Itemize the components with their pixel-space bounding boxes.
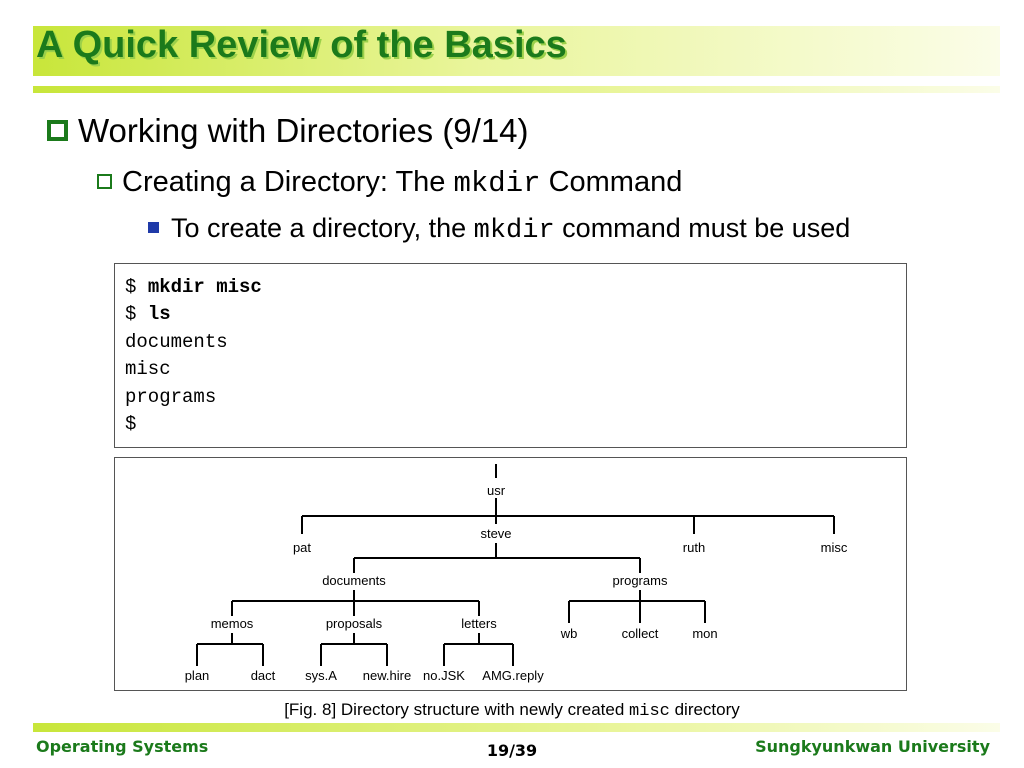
bullet-level3: To create a directory, the mkdir command… xyxy=(148,213,850,246)
bullet1-text: Working with Directories (9/14) xyxy=(78,112,529,149)
bullet-level2: Creating a Directory: The mkdir Command xyxy=(97,166,682,200)
bullet2-text-before: Creating a Directory: The xyxy=(122,166,454,198)
bullet2-text-after: Command xyxy=(540,166,683,198)
node-usr: usr xyxy=(487,483,506,498)
footer-page-number: 19/39 xyxy=(486,741,538,760)
node-sys-a: sys.A xyxy=(305,668,337,683)
node-mon: mon xyxy=(692,626,717,641)
node-ruth: ruth xyxy=(683,540,705,555)
terminal-output: programs xyxy=(125,386,217,408)
hollow-square-bullet-icon xyxy=(47,120,68,141)
node-memos: memos xyxy=(211,616,254,631)
node-steve: steve xyxy=(480,526,511,541)
footer-university: Sungkyunkwan University xyxy=(755,737,990,756)
figure-caption: [Fig. 8] Directory structure with newly … xyxy=(0,700,1024,721)
directory-tree-diagram: usr steve pat ruth misc documents progra… xyxy=(185,464,848,683)
bullet2-code: mkdir xyxy=(453,167,541,200)
directory-tree-box: usr steve pat ruth misc documents progra… xyxy=(114,457,907,691)
terminal-output: misc xyxy=(125,358,171,380)
terminal-line: $ mkdir misc xyxy=(125,276,262,298)
node-dact: dact xyxy=(251,668,276,683)
tree-connectors xyxy=(196,464,835,666)
command: ls xyxy=(147,303,171,325)
title-bar xyxy=(33,26,1000,76)
node-amg-reply: AMG.reply xyxy=(482,668,544,683)
node-collect: collect xyxy=(622,626,659,641)
slide-title: A Quick Review of the Basics xyxy=(36,24,567,66)
node-no-jsk: no.JSK xyxy=(423,668,465,683)
bullet3-text-after: command must be used xyxy=(554,213,851,243)
bullet3-text-before: To create a directory, the xyxy=(171,213,474,243)
footer-rule xyxy=(33,723,1000,732)
caption-text-after: directory xyxy=(669,700,740,719)
terminal-output: $ xyxy=(125,413,137,435)
bullet3-code: mkdir xyxy=(473,216,555,246)
prompt: $ xyxy=(125,303,148,325)
prompt: $ xyxy=(125,276,148,298)
node-pat: pat xyxy=(293,540,311,555)
small-hollow-square-bullet-icon xyxy=(97,174,112,189)
node-wb: wb xyxy=(560,626,578,641)
filled-square-bullet-icon xyxy=(148,222,159,233)
node-new-hire: new.hire xyxy=(363,668,411,683)
terminal-line: $ ls xyxy=(125,303,171,325)
node-proposals: proposals xyxy=(326,616,383,631)
terminal-box: $ mkdir misc $ ls documents misc program… xyxy=(114,263,907,448)
node-plan: plan xyxy=(185,668,210,683)
bullet-level1: Working with Directories (9/14) xyxy=(47,112,529,150)
caption-text-before: [Fig. 8] Directory structure with newly … xyxy=(284,700,630,719)
node-programs: programs xyxy=(613,573,668,588)
node-documents: documents xyxy=(322,573,386,588)
node-misc: misc xyxy=(821,540,848,555)
title-rule xyxy=(33,86,1000,93)
caption-code: misc xyxy=(629,702,670,721)
command: mkdir misc xyxy=(147,276,262,298)
node-letters: letters xyxy=(461,616,497,631)
terminal-output: documents xyxy=(125,331,228,353)
footer-course: Operating Systems xyxy=(36,737,209,756)
